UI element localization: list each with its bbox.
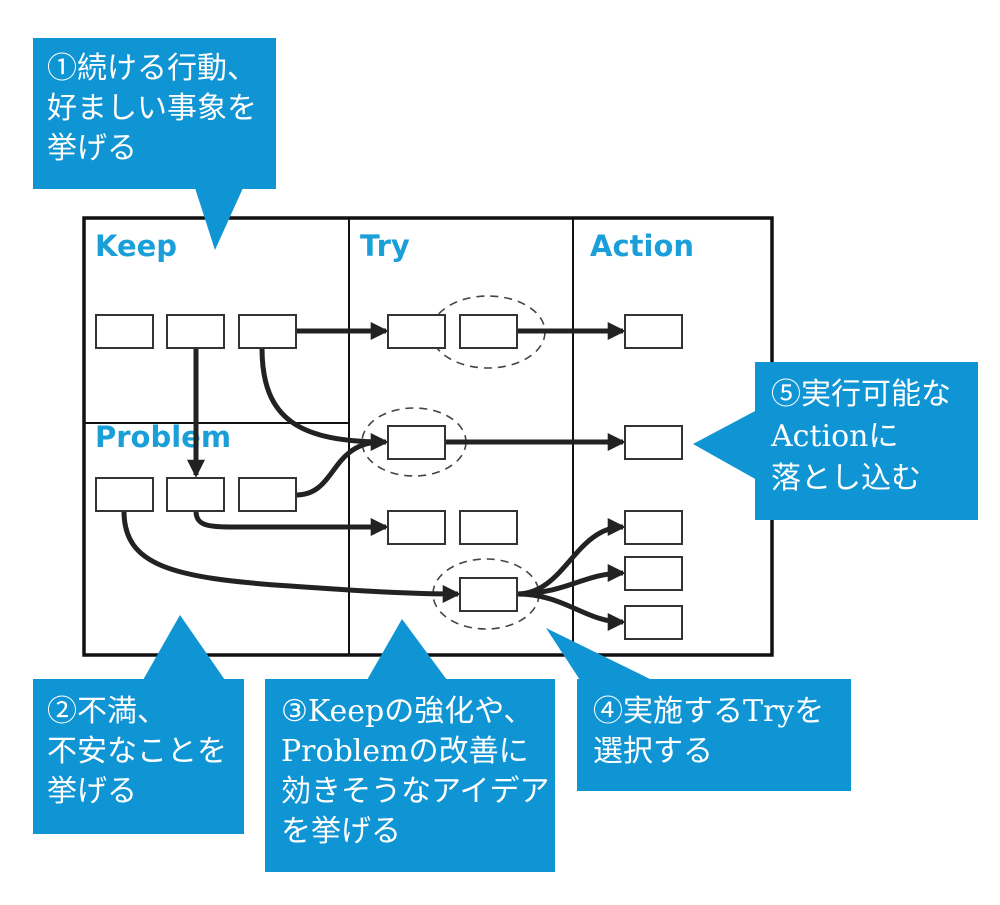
callout-step2: ②不満、 不安なことを 挙げる <box>33 615 244 834</box>
section-label-keep: Keep <box>95 229 177 263</box>
callout-text: ⑤実行可能な Actionに 落とし込む <box>770 377 961 496</box>
callout-text: ②不満、 不安なことを 挙げる <box>47 694 237 809</box>
cards <box>95 314 683 640</box>
callout-step1: ①続ける行動、 好ましい事象を 挙げる <box>33 38 276 250</box>
arrow-problem-to-try-long <box>121 510 461 603</box>
action-card <box>624 510 683 545</box>
callout-pointer <box>546 628 652 680</box>
try-card <box>459 510 518 545</box>
callout-box <box>33 38 276 189</box>
try-card <box>387 510 446 545</box>
callout-text: ④実施するTryを 選択する <box>593 694 834 769</box>
callout-pointer <box>367 619 447 680</box>
arrow-branch-action-3 <box>516 591 626 631</box>
callout-step4: ④実施するTryを 選択する <box>546 628 851 791</box>
try-card <box>387 314 446 349</box>
callout-step5: ⑤実行可能な Actionに 落とし込む <box>693 362 978 520</box>
callout-step3: ③Keepの強化や、 Problemの改善に 効きそうなアイデア を挙げる <box>265 619 559 872</box>
action-card <box>624 605 683 640</box>
callout-text: ③Keepの強化や、 Problemの改善に 効きそうなアイデア を挙げる <box>281 694 559 849</box>
problem-card <box>166 477 225 512</box>
action-card <box>624 314 683 349</box>
section-label-action: Action <box>590 229 694 263</box>
callout-box <box>265 679 555 872</box>
try-card <box>459 314 518 349</box>
keep-card <box>166 314 225 349</box>
section-label-problem: Problem <box>95 420 231 454</box>
callout-text: ①続ける行動、 好ましい事象を 挙げる <box>47 51 267 166</box>
callout-pointer <box>693 410 757 480</box>
problem-card <box>95 477 154 512</box>
callout-box <box>577 679 851 791</box>
callout-pointer <box>143 615 225 680</box>
keep-card <box>238 314 297 349</box>
try-card <box>459 577 518 612</box>
keep-card <box>95 314 154 349</box>
callout-pointer <box>195 188 243 250</box>
callout-box <box>33 679 244 834</box>
try-card <box>387 425 446 460</box>
arrow-problem-to-try-lower <box>193 510 389 536</box>
arrow-keep-to-try-curve <box>259 347 389 451</box>
section-label-try: Try <box>360 229 410 263</box>
arrow-problem-to-try-curve <box>295 439 379 498</box>
connectors <box>121 322 626 631</box>
action-card <box>624 556 683 591</box>
problem-card <box>238 477 297 512</box>
callout-box <box>755 362 978 520</box>
action-card <box>624 425 683 460</box>
